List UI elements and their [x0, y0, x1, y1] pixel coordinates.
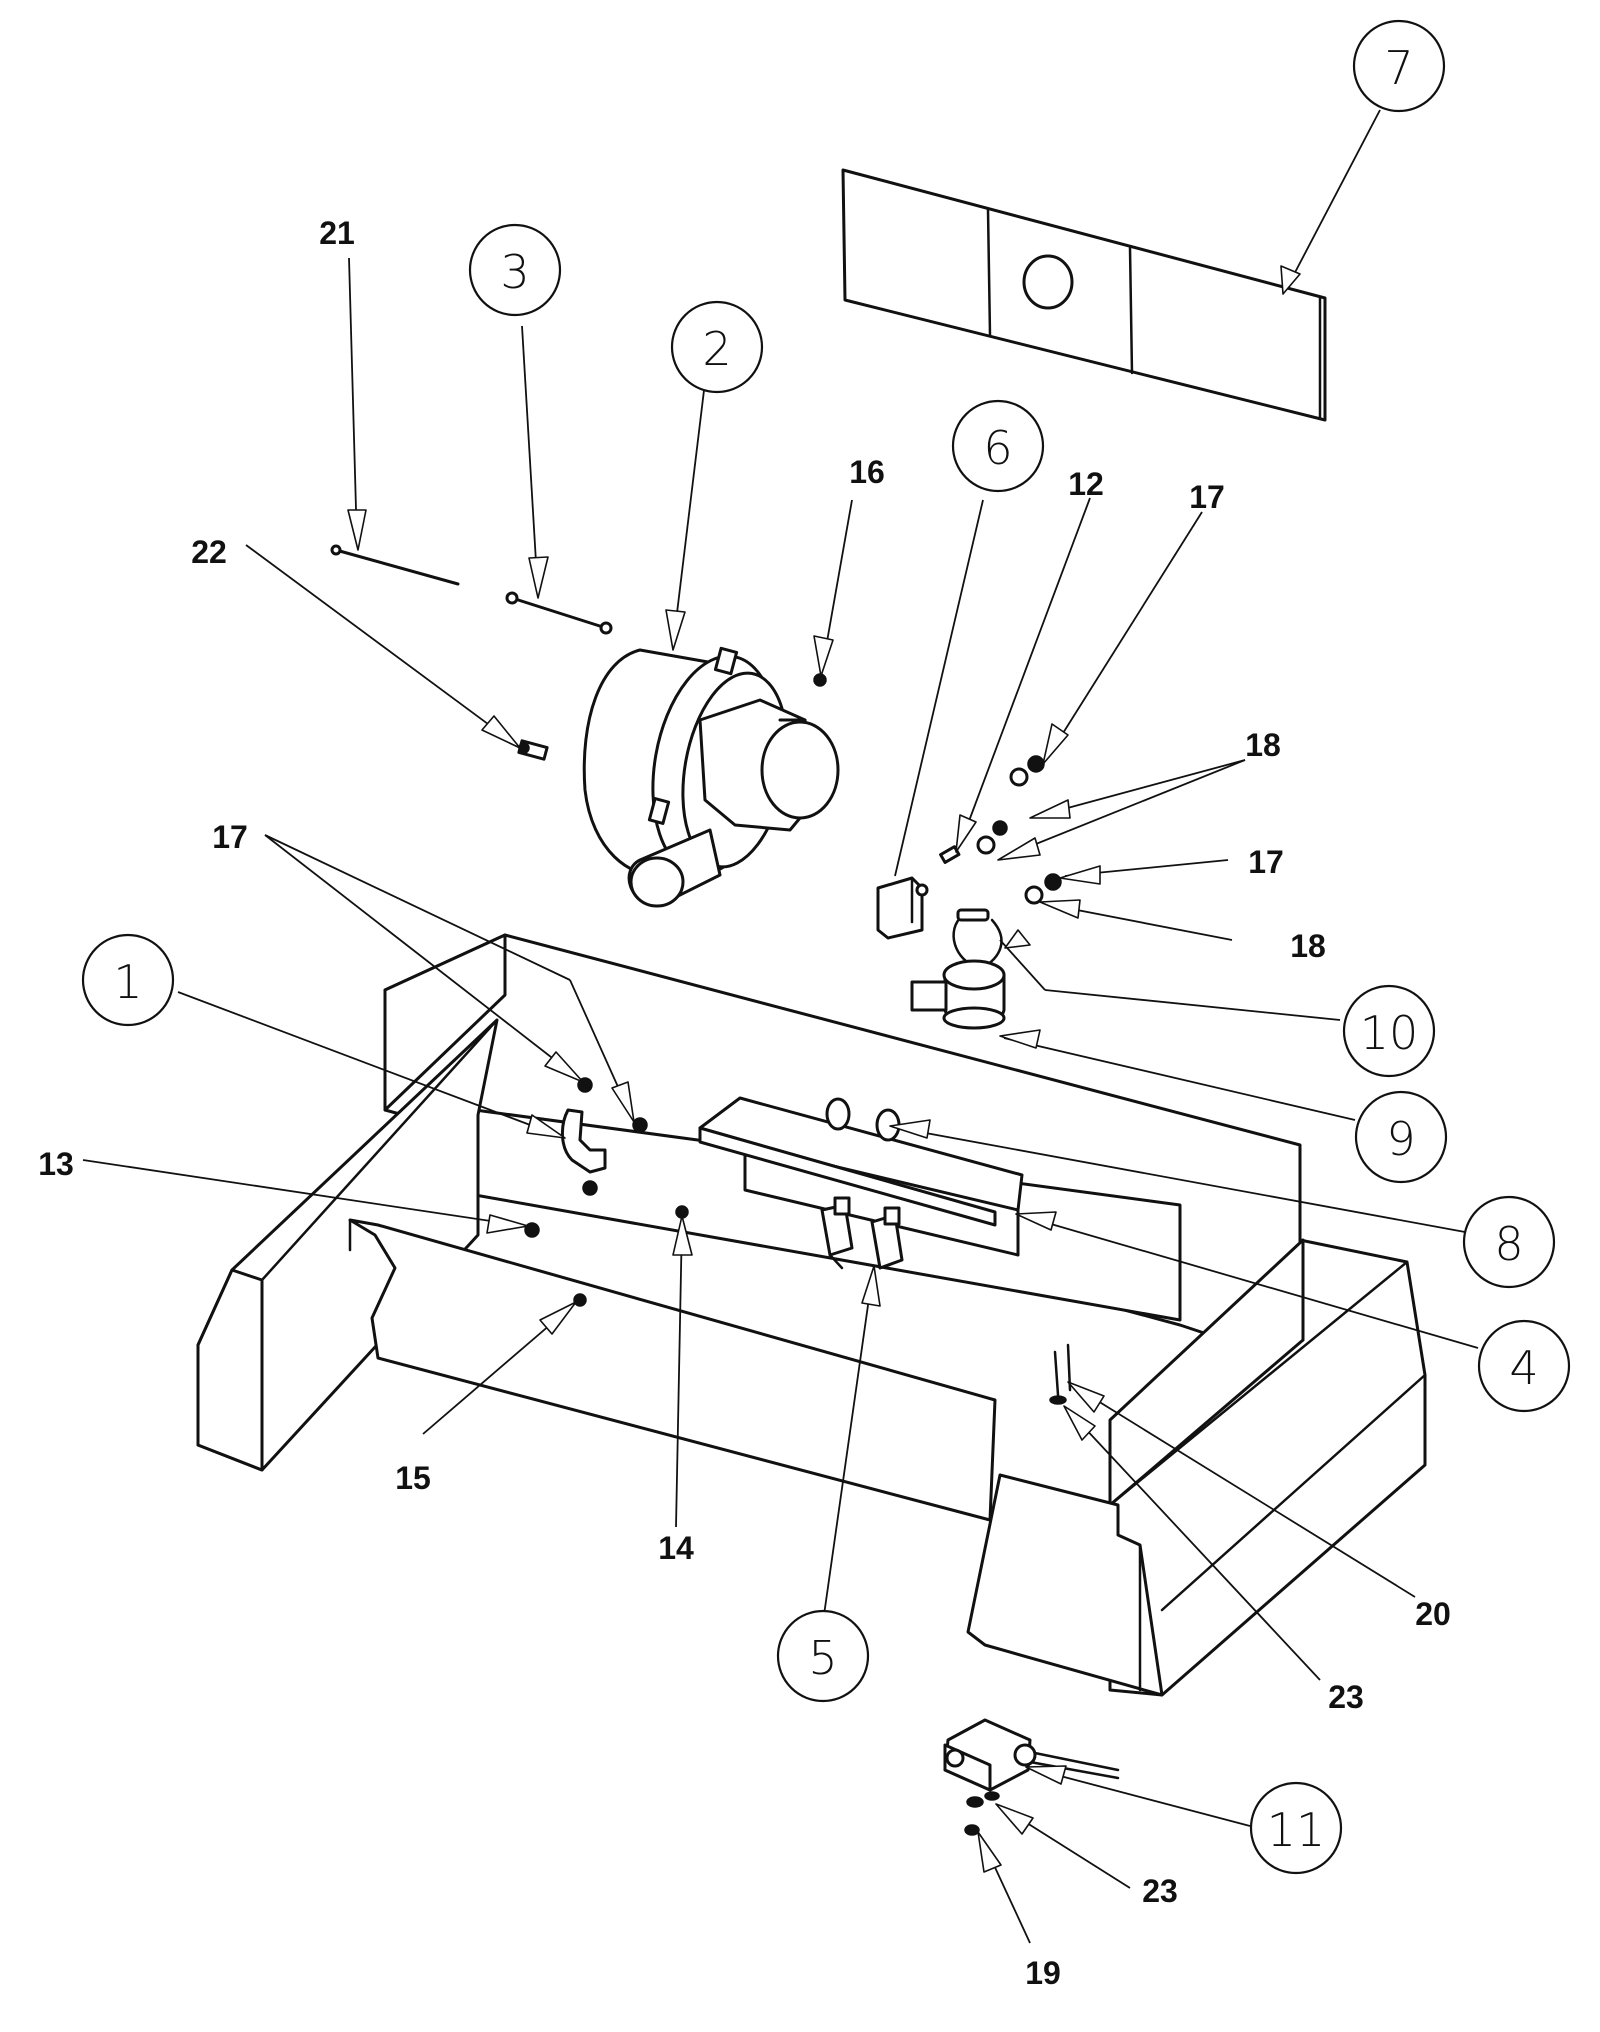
part-thermostat — [943, 1718, 1120, 1836]
part-capacitor — [910, 908, 1006, 1030]
callout-23-housing: 23 — [1328, 1679, 1364, 1715]
callout-11: 11 — [1249, 1781, 1343, 1875]
part-relays — [820, 1196, 904, 1270]
callout-14: 14 — [658, 1530, 694, 1566]
callout-17-mid: 17 — [1248, 844, 1284, 880]
part-long-rod — [330, 544, 460, 586]
callout-7: 7 — [1352, 19, 1446, 113]
callout-18-top: 18 — [1245, 727, 1281, 763]
callout-19: 19 — [1025, 1955, 1061, 1991]
callout-13: 13 — [38, 1146, 74, 1182]
part-nuts-washers — [976, 755, 1062, 905]
leader-lines — [82, 109, 1479, 1944]
callout-17-left: 17 — [212, 819, 248, 855]
callout-9: 9 — [1354, 1090, 1448, 1184]
part-heater-tray — [698, 1096, 1024, 1257]
svg-text:10: 10 — [1360, 1006, 1419, 1060]
callout-4: 4 — [1477, 1319, 1571, 1413]
callout-17-top: 17 — [1189, 479, 1225, 515]
svg-text:6: 6 — [983, 421, 1012, 475]
callout-23-thermostat: 23 — [1142, 1873, 1178, 1909]
svg-text:4: 4 — [1509, 1341, 1538, 1395]
callout-6: 6 — [951, 399, 1045, 493]
part-blower-motor — [582, 646, 840, 908]
part-main-housing — [196, 933, 1427, 1697]
callout-12: 12 — [1068, 466, 1104, 502]
svg-text:3: 3 — [500, 245, 529, 299]
callout-labels: 7 21 3 2 22 16 6 12 17 18 17 18 17 1 10 — [38, 19, 1571, 1991]
callout-1: 1 — [81, 933, 175, 1027]
callout-18-mid: 18 — [1290, 928, 1326, 964]
part-bracket — [561, 1077, 648, 1196]
part-nut-16 — [813, 673, 827, 687]
callout-3: 3 — [468, 223, 562, 317]
part-switch-box — [876, 876, 929, 940]
callout-21: 21 — [319, 215, 355, 251]
callout-20: 20 — [1415, 1596, 1451, 1632]
callout-16: 16 — [849, 454, 885, 490]
svg-text:2: 2 — [702, 322, 731, 376]
svg-text:1: 1 — [113, 955, 142, 1009]
svg-text:9: 9 — [1386, 1112, 1415, 1166]
svg-text:11: 11 — [1267, 1803, 1326, 1857]
callout-22: 22 — [191, 534, 227, 570]
svg-text:8: 8 — [1494, 1217, 1523, 1271]
callout-10: 10 — [1342, 984, 1436, 1078]
callout-5: 5 — [776, 1609, 870, 1703]
callout-8: 8 — [1462, 1195, 1556, 1289]
svg-text:7: 7 — [1384, 41, 1413, 95]
svg-text:5: 5 — [808, 1631, 837, 1685]
part-top-panel — [841, 168, 1327, 422]
part-long-screws — [1049, 1343, 1072, 1405]
part-screw-22 — [517, 739, 549, 761]
callout-15: 15 — [395, 1460, 431, 1496]
part-short-rod — [505, 591, 613, 635]
callout-2: 2 — [670, 300, 764, 394]
